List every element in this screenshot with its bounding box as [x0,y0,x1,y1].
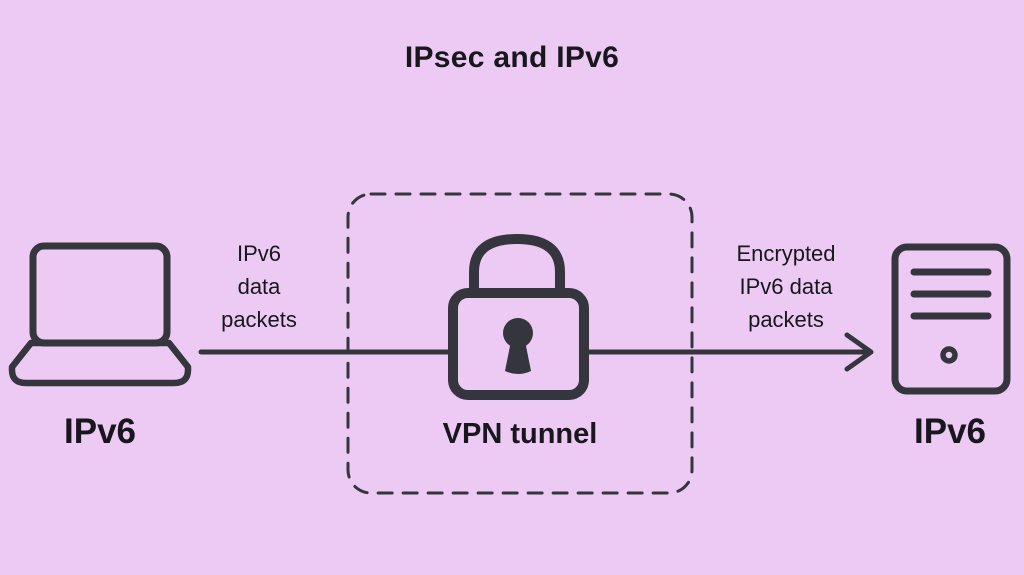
left-device-label: IPv6 [64,412,136,451]
vpn-tunnel-label: VPN tunnel [442,418,598,450]
flow-label-encrypted-packets: Encrypted IPv6 data packets [736,241,836,332]
padlock-icon [448,234,589,400]
page-title: IPsec and IPv6 [404,41,620,74]
vpn-tunnel-box [346,192,694,495]
server-icon [891,243,1011,395]
right-device-label: IPv6 [914,412,986,451]
laptop-icon [8,242,192,387]
flow-label-plain-packets: IPv6 data packets [221,241,297,332]
